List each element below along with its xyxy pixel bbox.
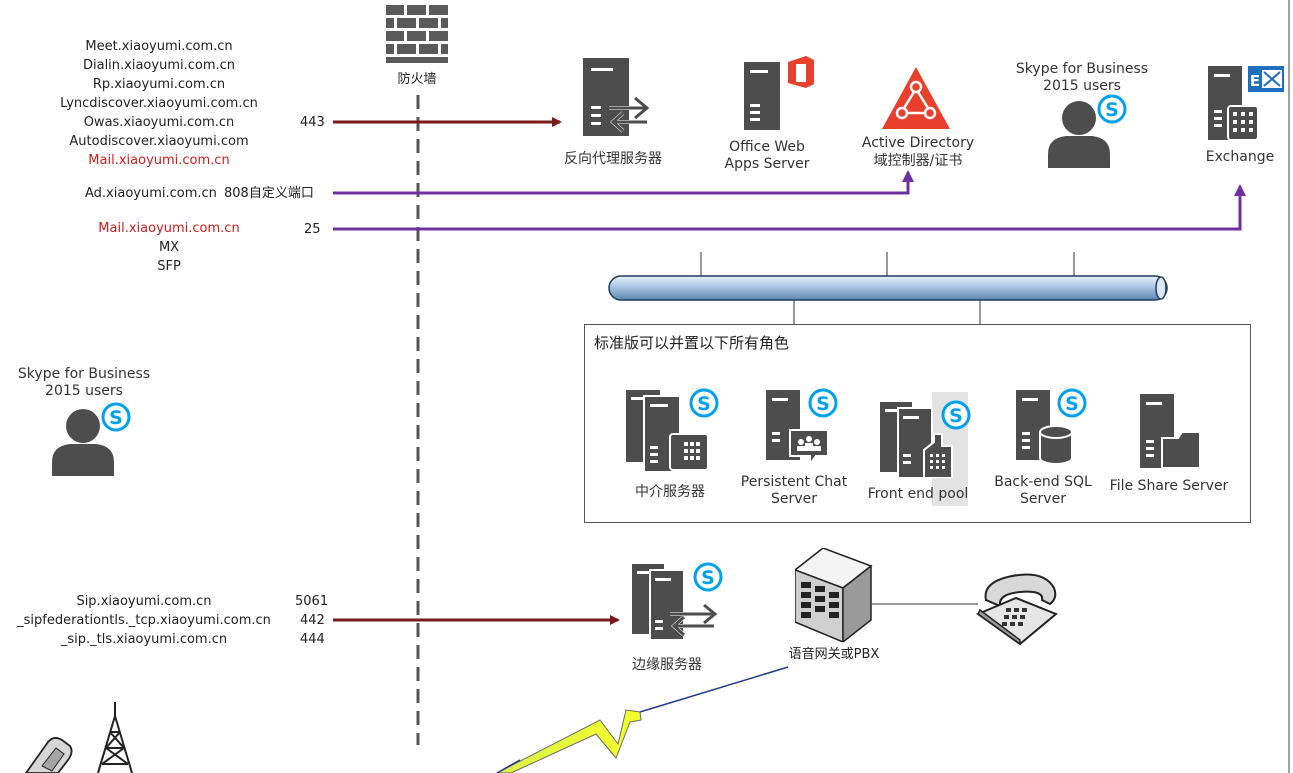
voice-gateway-label: 语音网关或PBX [788,647,880,662]
office-web-apps-label-2: Apps Server [724,156,810,172]
role-label-back-end-sql-1: Back-end SQL [994,474,1092,490]
mediation-server-icon: S [626,388,719,472]
dns-name: Dialin.xiaoyumi.com.cn [82,58,236,73]
dns-name: Rp.xiaoyumi.com.cn [92,77,226,92]
user-icon: S [1048,94,1127,168]
edge-server-label: 边缘服务器 [632,657,702,673]
arrow-808 [333,170,914,195]
svg-text:S: S [1105,99,1119,121]
exchange-label: Exchange [1205,149,1275,165]
dns-name: Meet.xiaoyumi.com.cn [85,39,233,54]
role-label-back-end-sql-2: Server [1020,491,1066,507]
role-label-front-end-pool: Front end pool [867,486,969,502]
svg-text:S: S [701,567,715,589]
svg-text:S: S [697,393,711,415]
wireless-link [496,666,789,773]
skype-users-left-label-2: 2015 users [45,383,123,399]
svg-text:S: S [816,393,830,415]
port-808: 808自定义端口 [224,186,314,201]
dns-name: Lyncdiscover.xiaoyumi.com.cn [60,96,258,111]
role-label-persistent-chat-1: Persistent Chat [740,474,848,490]
skype-users-top-label-2: 2015 users [1043,78,1121,94]
port-444: 444 [300,632,325,647]
back-end-sql-server-icon: S [1016,388,1087,465]
network-bus [608,275,1168,301]
svg-text:E: E [1250,72,1260,90]
mx-record: MX [158,240,180,255]
firewall-icon [386,5,448,63]
sip-dns-name: _sipfederationtls._tcp.xiaoyumi.com.cn [17,613,271,628]
svg-text:S: S [1065,393,1079,415]
role-label-persistent-chat-2: Server [771,491,817,507]
telephone-icon [975,573,1058,646]
voice-gateway-icon [795,548,873,642]
mail-dns-name: Mail.xiaoyumi.com.cn [98,221,240,236]
role-label-file-share: File Share Server [1109,478,1229,494]
cell-tower-icon [97,702,133,773]
sip-dns-name: Sip.xiaoyumi.com.cn [76,594,212,609]
svg-text:S: S [109,407,123,429]
sfp-record: SFP [157,259,181,274]
dns-name-mail: Mail.xiaoyumi.com.cn [88,153,230,168]
office-web-apps-server-icon [744,56,814,130]
skype-users-left-label-1: Skype for Business [17,366,151,382]
reverse-proxy-label: 反向代理服务器 [564,151,662,167]
active-directory-label-2: 域控制器/证书 [873,153,963,169]
skype-users-top-label-1: Skype for Business [1015,61,1149,77]
sip-dns-name: _sip._tls.xiaoyumi.com.cn [60,632,228,647]
dns-name: Owas.xiaoyumi.com.cn [83,115,235,130]
office-web-apps-label-1: Office Web [729,139,805,155]
active-directory-icon [882,67,950,129]
port-5061: 5061 [295,594,329,609]
active-directory-label-1: Active Directory [861,135,975,151]
arrow-25 [333,184,1246,231]
svg-text:S: S [949,405,963,427]
persistent-chat-server-icon: S [766,388,838,467]
port-25: 25 [304,222,321,237]
role-label-mediation: 中介服务器 [635,484,705,500]
edge-server-icon: S [632,562,723,640]
roles-box-title: 标准版可以并置以下所有角色 [594,334,790,352]
dns-name: Autodiscover.xiaoyumi.com [69,134,249,149]
exchange-server-icon: E [1208,66,1284,141]
file-share-server-icon [1140,394,1201,468]
ad-dns-name: Ad.xiaoyumi.com.cn [85,186,217,201]
port-442: 442 [300,613,325,628]
reverse-proxy-server-icon [583,58,651,136]
front-end-pool-icon: S [880,400,971,478]
firewall-label: 防火墙 [397,72,437,87]
port-443: 443 [300,115,325,130]
mobile-phone-icon [24,737,73,773]
user-icon: S [52,402,131,476]
